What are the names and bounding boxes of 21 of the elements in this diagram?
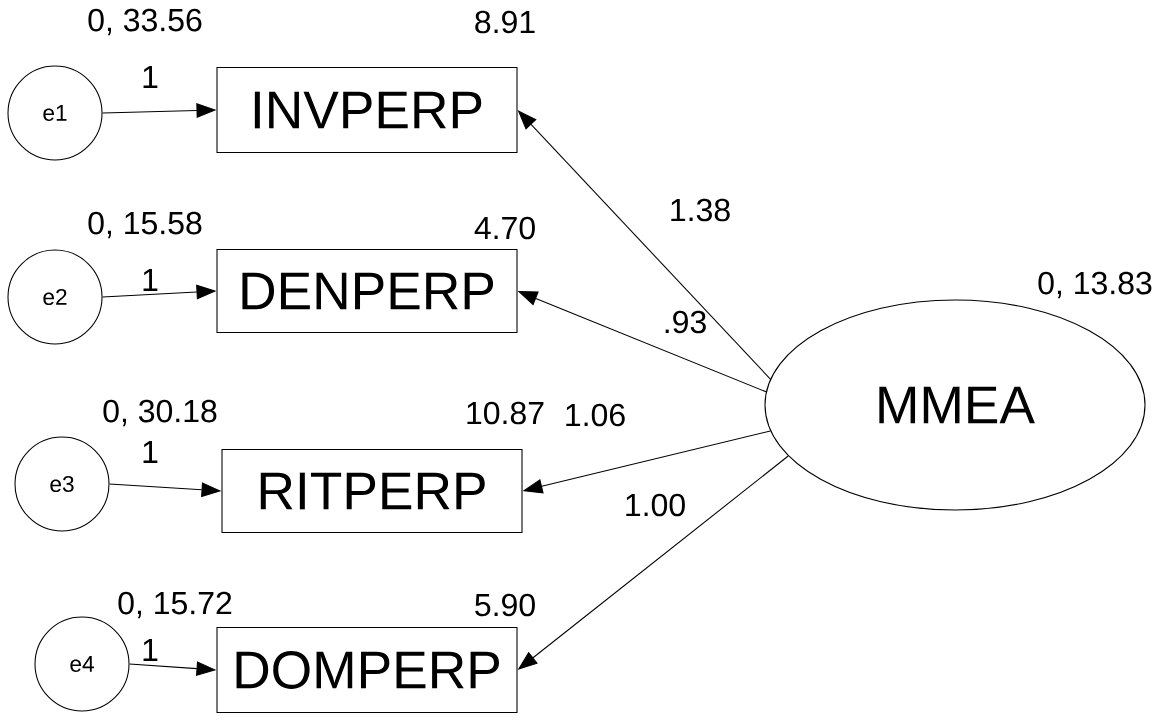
variable-box: DOMPERP xyxy=(216,626,518,714)
value-label: 0, 13.83 xyxy=(1038,271,1152,299)
value-label: 8.91 xyxy=(475,10,535,34)
edge-label: 1 xyxy=(143,66,158,88)
variable-box: INVPERP xyxy=(216,66,518,154)
value-label: 10.87 xyxy=(467,401,544,425)
variable-box: DENPERP xyxy=(216,248,518,334)
edge-label: .93 xyxy=(665,310,706,334)
value-label: 0, 15.72 xyxy=(118,591,232,619)
value-label: 0, 15.58 xyxy=(88,211,202,239)
edge-label: 1 xyxy=(143,639,158,661)
edge-label: 1.06 xyxy=(566,403,625,427)
variable-box: RITPERP xyxy=(221,448,523,534)
edge-label: 1 xyxy=(143,441,158,463)
value-label: 0, 33.56 xyxy=(88,8,202,36)
value-label: 4.70 xyxy=(474,216,535,240)
edge-label: 1.38 xyxy=(671,198,730,222)
value-label: 0, 30.18 xyxy=(103,399,217,427)
value-label: 5.90 xyxy=(475,593,535,617)
edge-label: 1.00 xyxy=(626,493,685,517)
edge-label: 1 xyxy=(143,269,158,291)
